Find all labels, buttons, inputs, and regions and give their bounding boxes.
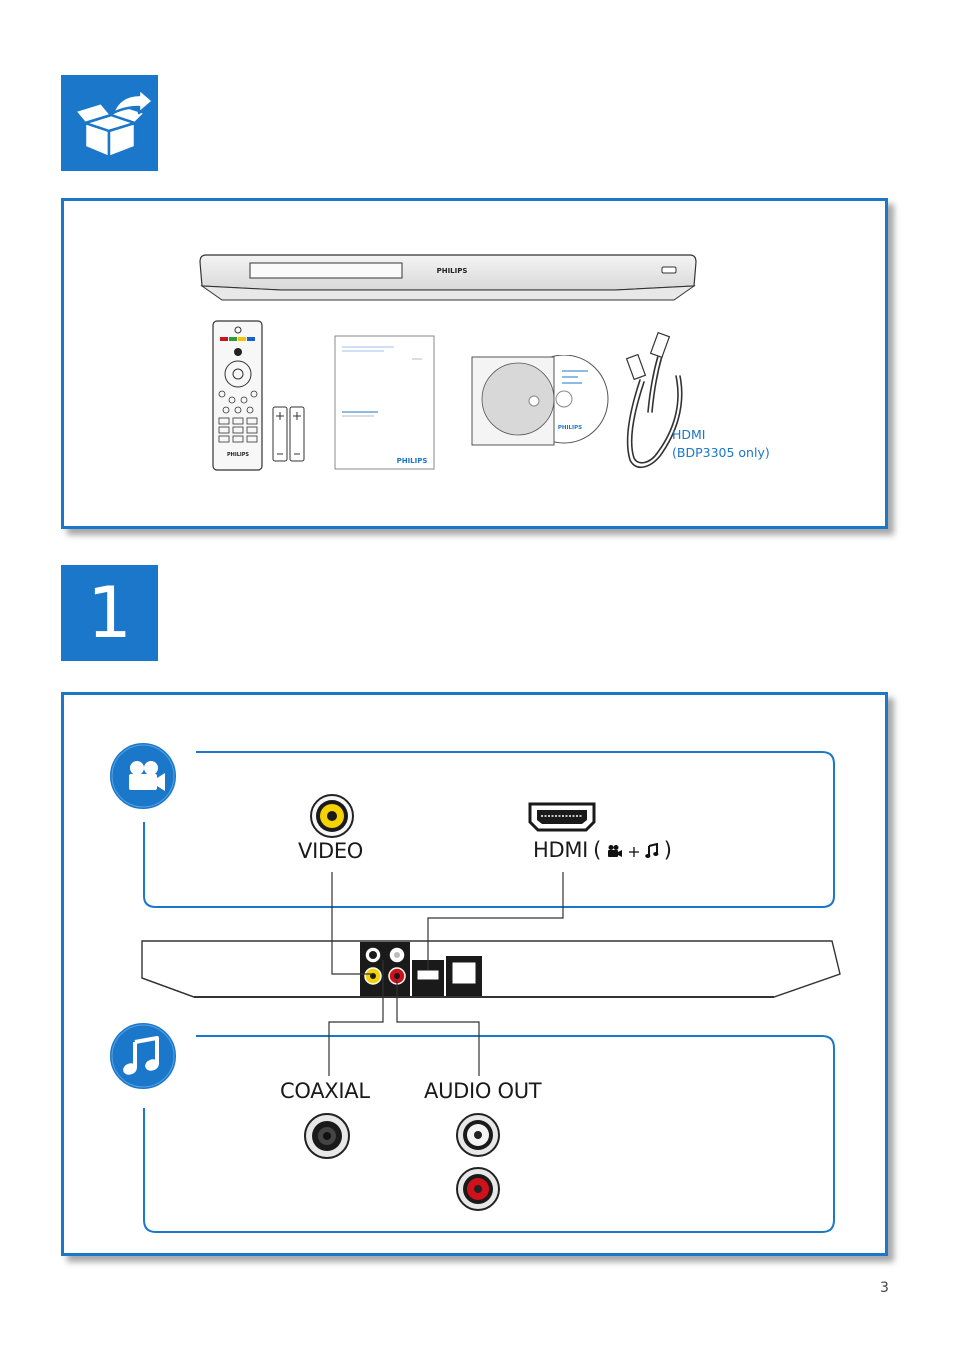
open-box-icon	[73, 87, 155, 159]
step-number: 1	[87, 572, 132, 654]
video-label: VIDEO	[298, 839, 364, 863]
disc-brand: PHILIPS	[558, 425, 582, 431]
remote-brand: PHILIPS	[227, 452, 249, 458]
video-camera-icon	[108, 741, 178, 811]
hdmi-cable-illustration	[625, 331, 683, 468]
player-front-illustration: PHILIPS	[199, 254, 697, 301]
hdmi-label: HDMI	[533, 838, 589, 862]
manual-brand: PHILIPS	[397, 457, 428, 465]
hdmi-cable-label: HDMI	[672, 427, 706, 442]
audio-mini-icon	[644, 842, 659, 858]
video-mini-icon	[608, 845, 623, 857]
step-badge: 1	[61, 565, 158, 661]
music-note-icon	[108, 1021, 178, 1091]
audio-out-label: AUDIO OUT	[424, 1079, 542, 1103]
hdmi-cable-model-note: (BDP3305 only)	[672, 445, 770, 460]
remote-control-illustration: PHILIPS	[212, 320, 263, 471]
cd-disc-illustration: PHILIPS	[471, 355, 609, 446]
hdmi-close-paren: )	[663, 838, 672, 862]
unbox-badge	[61, 75, 158, 171]
plus-icon	[628, 847, 639, 857]
page-number: 3	[880, 1280, 889, 1296]
hdmi-open-paren: (	[593, 838, 602, 862]
hdmi-label-group: HDMI ( )	[533, 838, 672, 866]
player-brand: PHILIPS	[437, 267, 468, 275]
coaxial-label: COAXIAL	[280, 1079, 370, 1103]
batteries-illustration	[272, 406, 305, 462]
user-manual-illustration: PHILIPS	[334, 335, 435, 470]
hdmi-cable-note: HDMI (BDP3305 only)	[672, 426, 770, 462]
